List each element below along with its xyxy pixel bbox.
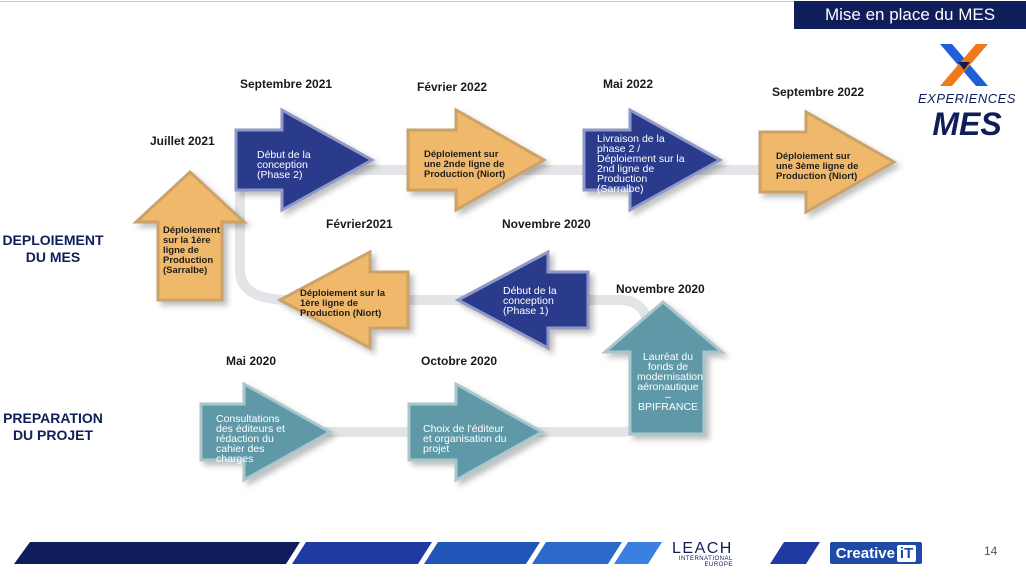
text-debut-phase1: Début de la conception (Phase 1) <box>503 285 557 317</box>
text-deploiement-niort-2: Déploiement sur une 2nde ligne de Produc… <box>424 149 506 180</box>
logo-mes: MES <box>932 106 1002 142</box>
arrow-choix-editeur <box>407 381 546 483</box>
section-deploiement: DEPLOIEMENT DU MES <box>2 232 104 265</box>
text-deploiement-sarralbe-1: Déploiement sur la 1ère ligne de Product… <box>163 225 221 276</box>
text-laureat: Lauréat du fonds de modernisation aérona… <box>637 351 703 413</box>
date-fevrier-2021: Février2021 <box>326 217 393 231</box>
date-novembre-2020-phase1: Novembre 2020 <box>502 217 591 231</box>
date-fevrier-2022: Février 2022 <box>417 80 488 94</box>
arrow-debut-phase1 <box>454 249 590 351</box>
date-juillet-2021: Juillet 2021 <box>150 134 215 148</box>
footer-stripes <box>14 542 820 564</box>
arrow-deploiement-niort-3 <box>758 109 898 215</box>
text-consultations: Consultations des éditeurs et rédaction … <box>216 413 285 465</box>
arrow-deploiement-sarralbe-1 <box>132 169 248 302</box>
leach-logo: LEACH INTERNATIONAL EUROPE <box>672 540 733 568</box>
top-rule <box>0 1 794 2</box>
date-mai-2022: Mai 2022 <box>603 77 654 91</box>
section-preparation: PREPARATION DU PROJET <box>3 410 103 443</box>
date-octobre-2020: Octobre 2020 <box>421 354 498 368</box>
arrow-deploiement-niort-2 <box>406 107 548 213</box>
text-choix-editeur: Choix de l'éditeur et organisation du pr… <box>423 423 507 455</box>
text-debut-phase2: Début de la conception (Phase 2) <box>257 149 311 181</box>
arrow-debut-phase2 <box>234 107 376 213</box>
logo-experiences: EXPERIENCES <box>918 91 1016 106</box>
date-septembre-2021: Septembre 2021 <box>240 77 333 91</box>
text-livraison-phase2: Livraison de la phase 2 / Déploiement su… <box>597 133 685 195</box>
x-logo-icon <box>940 44 988 86</box>
text-deploiement-niort-1: Déploiement sur la 1ère ligne de Product… <box>300 288 385 319</box>
date-novembre-2020-laureat: Novembre 2020 <box>616 282 705 296</box>
text-deploiement-niort-3: Déploiement sur une 3ème ligne de Produc… <box>776 151 859 182</box>
arrow-laureat <box>600 300 727 436</box>
slide-title: Mise en place du MES <box>794 1 1026 29</box>
arrow-deploiement-niort-1 <box>276 249 410 351</box>
arrow-livraison-phase2 <box>582 107 724 213</box>
arrow-consultations <box>199 381 334 483</box>
date-septembre-2022: Septembre 2022 <box>772 85 865 99</box>
date-mai-2020: Mai 2020 <box>226 354 277 368</box>
page-number: 14 <box>984 544 998 558</box>
